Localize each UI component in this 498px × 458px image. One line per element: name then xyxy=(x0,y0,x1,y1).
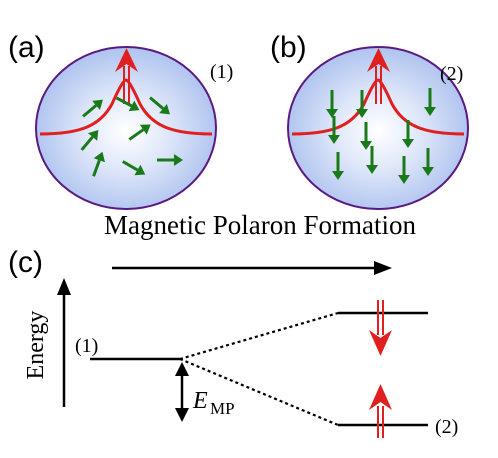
spin-arrow-b xyxy=(360,122,372,150)
energy-axis-arrow xyxy=(57,278,71,407)
spin-arrow-a xyxy=(149,96,170,115)
upper-dotted-connector xyxy=(179,311,339,361)
spin-arrow-a xyxy=(128,124,151,141)
panel-b: (b) (2) xyxy=(270,31,469,210)
spin-arrow-b xyxy=(398,156,410,184)
aligned-spins-b xyxy=(326,88,436,184)
panel-c-label: (c) xyxy=(8,246,43,279)
spin-arrow-a xyxy=(157,154,183,166)
carrier-wavefunction-a xyxy=(39,78,213,136)
spin-arrow-b xyxy=(326,90,338,118)
panel-a: (a) (1) xyxy=(8,31,233,210)
spin-arrow-b xyxy=(328,116,340,144)
initial-level-label: (1) xyxy=(75,335,98,357)
carrier-spin-up-arrow-a xyxy=(115,48,138,104)
binding-energy-subscript: MP xyxy=(210,399,235,418)
spin-arrow-b xyxy=(422,148,434,176)
formation-direction-arrow xyxy=(112,261,392,275)
random-spins-a xyxy=(80,96,183,177)
spin-arrow-a xyxy=(115,96,140,112)
spin-arrow-a xyxy=(92,151,106,177)
panel-b-label: (b) xyxy=(270,31,307,64)
state-label-b: (2) xyxy=(440,63,463,85)
binding-energy-arrow xyxy=(175,362,189,422)
panel-c: (c) Energy (1) (2 xyxy=(8,246,458,438)
spin-arrow-b xyxy=(424,88,436,116)
formation-title: Magnetic Polaron Formation xyxy=(104,210,416,240)
spin-arrow-b xyxy=(402,120,414,148)
spin-arrow-a xyxy=(121,160,146,176)
spin-down-arrow xyxy=(369,300,392,356)
spin-arrow-b xyxy=(332,152,344,180)
sphere-a xyxy=(35,46,217,210)
panel-a-label: (a) xyxy=(8,31,45,64)
energy-axis-label: Energy xyxy=(23,311,49,380)
spin-arrow-b xyxy=(356,90,368,118)
binding-energy-symbol: E xyxy=(192,388,208,414)
carrier-spin-up-arrow-b xyxy=(367,48,390,104)
spin-up-arrow xyxy=(369,384,392,438)
state-label-a: (1) xyxy=(210,61,233,83)
spin-arrow-b xyxy=(366,146,378,174)
spin-arrow-a xyxy=(80,130,99,151)
final-level-label: (2) xyxy=(435,416,458,438)
spin-arrow-a xyxy=(82,99,103,118)
lower-dotted-connector xyxy=(179,357,339,427)
